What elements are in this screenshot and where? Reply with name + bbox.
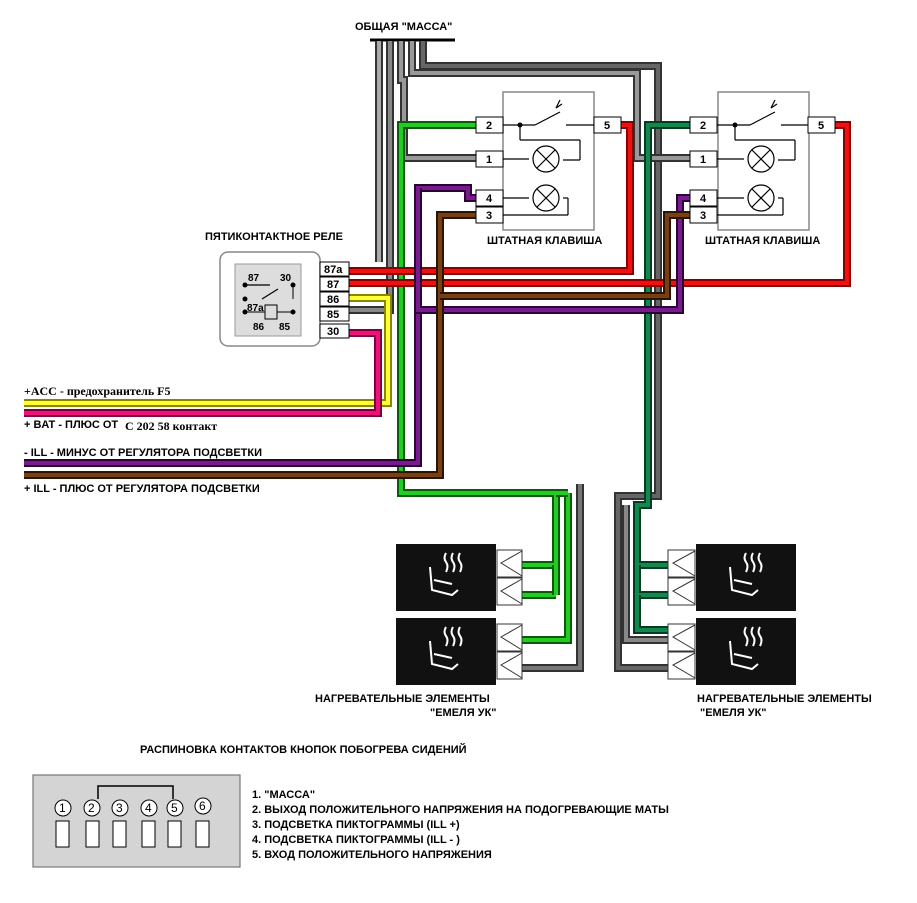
power-input-wires (24, 294, 392, 417)
heater-buttons-right: НАГРЕВАТЕЛЬНЫЕ ЭЛЕМЕНТЫ "ЕМЕЛЯ УК" (667, 544, 872, 719)
relay-pin-30: 30 (327, 326, 339, 338)
pinout-title: РАСПИНОВКА КОНТАКТОВ КНОПОК ПОБОГРЕВА СИ… (140, 743, 467, 756)
input-ill-plus-label: + ILL - ПЛЮС ОТ РЕГУЛЯТОРА ПОДСВЕТКИ (24, 483, 260, 495)
relay-inner-30: 30 (280, 273, 292, 284)
input-ill-minus-label: - ILL - МИНУС ОТ РЕГУЛЯТОРА ПОДСВЕТКИ (24, 447, 262, 459)
green-wires (397, 121, 572, 644)
heaters-left-line1: НАГРЕВАТЕЛЬНЫЕ ЭЛЕМЕНТЫ (315, 693, 490, 705)
input-bat-prefix: + BAT - ПЛЮС ОТ (24, 419, 118, 431)
seat-heater-icon (429, 552, 463, 597)
ground-title: ОБЩАЯ "МАССА" (355, 21, 452, 33)
pinout-num-1: 1 (59, 801, 66, 815)
relay-title: ПЯТИКОНТАКТНОЕ РЕЛЕ (205, 231, 343, 243)
relay-pin-87: 87 (327, 279, 339, 291)
switch-right-pin-5: 5 (818, 120, 824, 132)
pinout-num-5: 5 (171, 801, 178, 815)
brown-wires (24, 211, 690, 479)
pinout-num-2: 2 (88, 801, 95, 815)
switch-left-pin-2: 2 (486, 120, 492, 132)
relay-pin-86: 86 (327, 294, 339, 306)
relay-pin-85: 85 (327, 309, 339, 321)
switch-left-pin-5: 5 (604, 120, 610, 132)
purple-wires (24, 184, 690, 467)
pinout-num-3: 3 (116, 801, 123, 815)
input-acc-label: +ACC - предохранитель F5 (24, 384, 171, 398)
seat-heater-icon (729, 626, 763, 671)
switch-right-pin-3: 3 (700, 210, 706, 222)
switch-left: 2 1 4 3 5 ШТАТНАЯ КЛ (475, 91, 622, 247)
relay-inner-85: 85 (279, 322, 291, 333)
switch-right-pin-2: 2 (700, 120, 706, 132)
switch-right-pin-1: 1 (700, 154, 706, 166)
relay-pins: 87a 87 86 85 30 (319, 261, 350, 339)
input-bat-suffix: С 202 58 контакт (125, 419, 217, 433)
pinout-section: РАСПИНОВКА КОНТАКТОВ КНОПОК ПОБОГРЕВА СИ… (32, 743, 669, 868)
switch-right-pin-4: 4 (700, 193, 707, 205)
seat-heater-icon (429, 626, 463, 671)
switch-right: 2 1 4 3 5 ШТАТНАЯ КЛАВИША (689, 91, 836, 247)
heaters-left-line2: "ЕМЕЛЯ УК" (430, 707, 497, 719)
relay: ПЯТИКОНТАКТНОЕ РЕЛЕ 87 30 87a 86 85 87a … (205, 231, 350, 347)
relay-inner-87: 87 (248, 273, 260, 284)
ground-wires (349, 41, 690, 672)
pinout-num-4: 4 (145, 801, 152, 815)
heaters-right-line2: "ЕМЕЛЯ УК" (700, 707, 767, 719)
legend-line-4: 4. ПОДСВЕТКА ПИКТОГРАММЫ (ILL - ) (252, 834, 460, 846)
pinout-legend: 1. "МАССА" 2. ВЫХОД ПОЛОЖИТЕЛЬНОГО НАПРЯ… (252, 789, 669, 861)
dark-green-wires (633, 121, 690, 634)
seat-heater-icon (729, 552, 763, 597)
legend-line-1: 1. "МАССА" (252, 789, 315, 801)
relay-inner-86: 86 (253, 322, 265, 333)
pinout-pins: 1 2 3 4 5 (54, 797, 212, 848)
legend-line-2: 2. ВЫХОД ПОЛОЖИТЕЛЬНОГО НАПРЯЖЕНИЯ НА ПО… (252, 804, 669, 816)
relay-pin-87a: 87a (324, 264, 343, 276)
switch-left-pin-3: 3 (486, 210, 492, 222)
heater-buttons-left: НАГРЕВАТЕЛЬНЫЕ ЭЛЕМЕНТЫ "ЕМЕЛЯ УК" (315, 544, 523, 719)
heaters-right-line1: НАГРЕВАТЕЛЬНЫЕ ЭЛЕМЕНТЫ (697, 693, 872, 705)
switch-left-caption: ШТАТНАЯ КЛАВИША (487, 235, 602, 247)
pinout-num-6: 6 (199, 799, 206, 813)
switch-left-pin-4: 4 (486, 193, 493, 205)
relay-inner-87a: 87a (247, 303, 264, 314)
switch-right-caption: ШТАТНАЯ КЛАВИША (705, 235, 820, 247)
legend-line-5: 5. ВХОД ПОЛОЖИТЕЛЬНОГО НАПРЯЖЕНИЯ (252, 849, 492, 861)
switch-left-pin-1: 1 (486, 154, 492, 166)
legend-line-3: 3. ПОДСВЕТКА ПИКТОГРАММЫ (ILL +) (252, 819, 460, 831)
